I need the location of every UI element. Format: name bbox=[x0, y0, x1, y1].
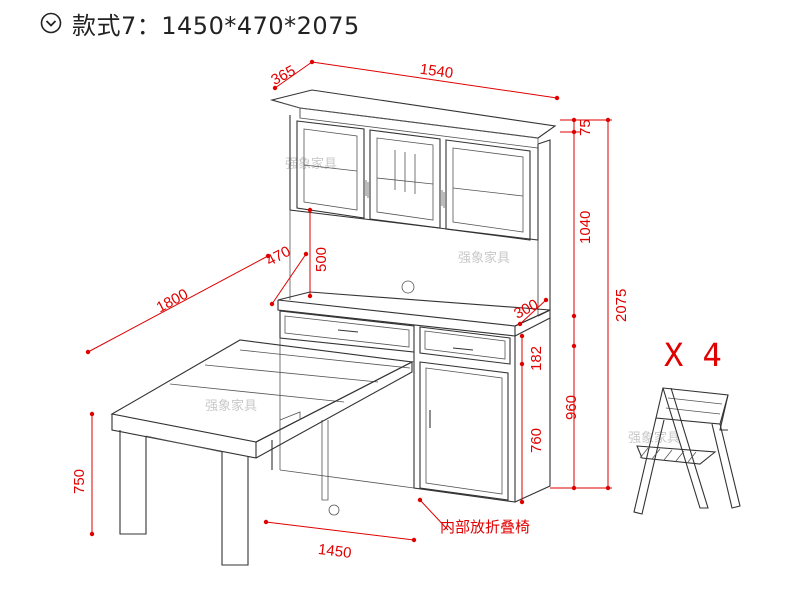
caster-wheel-icon bbox=[328, 504, 340, 516]
dim-table-height: 750 bbox=[71, 469, 88, 494]
dim-crown-height: 75 bbox=[577, 119, 594, 136]
title-text: 款式7：1450*470*2075 bbox=[72, 11, 360, 40]
chair-storage-note: 内部放折叠椅 bbox=[440, 518, 530, 536]
watermark: 强象家具 bbox=[628, 430, 680, 446]
dim-hutch-gap: 500 bbox=[313, 247, 330, 272]
upper-cabinet bbox=[269, 89, 557, 317]
dim-top-depth: 365 bbox=[268, 62, 298, 89]
dim-lower-height: 960 bbox=[563, 395, 580, 420]
watermarks: 强象家具 强象家具 强象家具 强象家具 bbox=[205, 156, 680, 446]
page-title: 款式7：1450*470*2075 bbox=[40, 6, 360, 40]
dimension-lines bbox=[85, 59, 612, 543]
watermark: 强象家具 bbox=[205, 398, 257, 414]
dim-base-width: 1450 bbox=[317, 541, 352, 562]
dim-drawer-height: 182 bbox=[528, 346, 545, 371]
glass-door-center bbox=[369, 129, 441, 229]
dim-upper-cabinet-height: 1040 bbox=[577, 211, 594, 244]
glass-door-left bbox=[296, 120, 365, 219]
drawer-right bbox=[419, 326, 511, 365]
chevron-circle-icon bbox=[40, 12, 62, 34]
extension-table bbox=[110, 339, 414, 566]
cable-hole-icon bbox=[401, 280, 415, 294]
dim-door-height: 760 bbox=[528, 428, 545, 453]
dim-table-length: 1800 bbox=[154, 286, 191, 317]
dim-total-height: 2075 bbox=[613, 289, 630, 322]
dim-top-width: 1540 bbox=[419, 61, 454, 82]
glass-door-right bbox=[445, 139, 531, 241]
chair-count-label: X 4 bbox=[664, 336, 722, 374]
folding-chair bbox=[633, 387, 741, 515]
hutch-back bbox=[289, 210, 539, 310]
watermark: 强象家具 bbox=[458, 250, 510, 266]
lower-cabinet bbox=[277, 291, 551, 516]
watermark: 强象家具 bbox=[285, 156, 337, 172]
dim-counter-depth: 300 bbox=[511, 296, 541, 323]
cabinet-door bbox=[419, 361, 509, 501]
dimension-labels: 365 1540 75 1040 2075 500 470 1800 300 1… bbox=[71, 61, 630, 562]
dim-desk-depth: 470 bbox=[263, 243, 293, 270]
